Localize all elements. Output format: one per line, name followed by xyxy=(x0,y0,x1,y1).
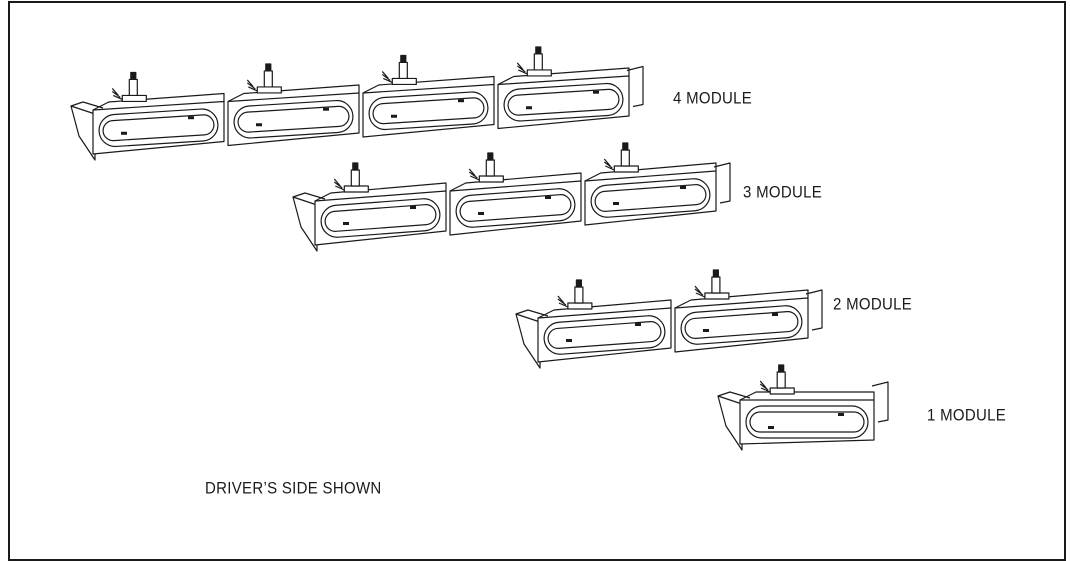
light-module xyxy=(497,46,630,130)
lightbar-drawing xyxy=(70,46,889,451)
light-module xyxy=(674,269,809,353)
1-module-assembly xyxy=(717,364,889,451)
light-module xyxy=(584,142,717,226)
light-module xyxy=(739,364,875,445)
label-1-module: 1 MODULE xyxy=(927,406,1007,425)
connector-stud xyxy=(111,71,147,103)
label-2-module: 2 MODULE xyxy=(833,295,913,314)
label-3-module: 3 MODULE xyxy=(743,183,823,202)
light-module xyxy=(362,54,495,138)
connector-stud xyxy=(557,279,593,310)
connector-stud xyxy=(333,162,369,193)
4-module-assembly xyxy=(70,46,644,161)
light-module xyxy=(449,152,582,236)
light-module xyxy=(537,279,672,363)
light-module xyxy=(314,162,447,246)
light-module xyxy=(227,63,360,147)
connector-stud xyxy=(246,63,282,94)
light-module xyxy=(92,71,225,155)
label-4-module: 4 MODULE xyxy=(673,89,753,108)
2-module-assembly xyxy=(515,269,823,369)
connector-stud xyxy=(468,152,504,183)
connector-stud xyxy=(381,54,417,86)
connector-stud xyxy=(759,364,795,395)
3-module-assembly xyxy=(292,142,731,252)
connector-stud xyxy=(694,269,730,300)
connector-stud xyxy=(516,46,552,77)
connector-stud xyxy=(603,142,639,173)
drivers-side-note: DRIVER’S SIDE SHOWN xyxy=(205,479,382,498)
